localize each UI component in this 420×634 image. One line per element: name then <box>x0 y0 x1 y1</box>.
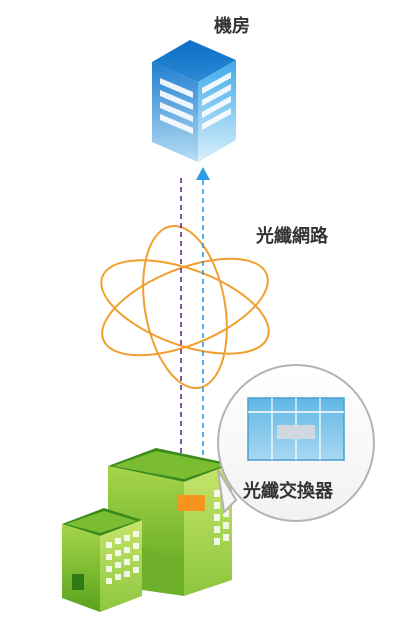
fiber-switch-icon <box>247 397 345 461</box>
up-arrow-icon <box>196 167 210 180</box>
switch-callout <box>217 364 375 522</box>
office-building-icon <box>62 448 232 612</box>
server-room-label: 機房 <box>214 16 250 37</box>
switch-marker <box>177 495 205 511</box>
fiber-network-label: 光纖網路 <box>256 226 328 247</box>
server-tower-icon <box>152 40 236 162</box>
fiber-switch-label: 光纖交換器 <box>243 481 333 502</box>
building-door <box>72 574 84 590</box>
fiber-orbit-icon <box>100 224 270 390</box>
